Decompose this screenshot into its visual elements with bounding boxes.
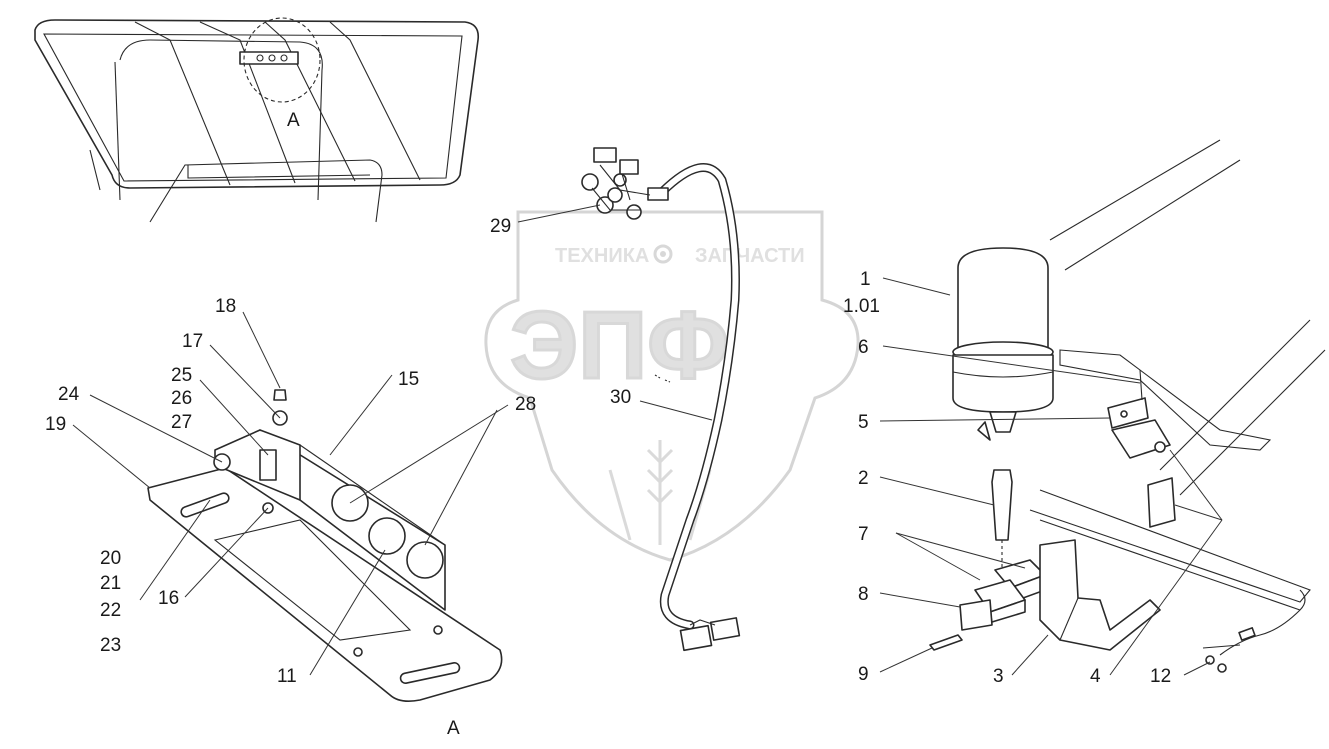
callout-3: 3 [993, 666, 1004, 687]
callout-22: 22 [100, 600, 121, 621]
roof-frame-overview: A [34, 17, 480, 223]
callout-5: 5 [858, 412, 869, 433]
detail-a-circle [243, 17, 321, 103]
callout-23: 23 [100, 635, 121, 656]
callout-29: 29 [490, 216, 511, 237]
gear-icon [653, 244, 673, 264]
callout-24: 24 [58, 384, 80, 405]
wiring-harness [581, 147, 741, 652]
callout-17: 17 [182, 331, 203, 352]
watermark-text-left: ТЕХНИКА [555, 245, 649, 267]
callout-11: 11 [277, 666, 297, 687]
detail-a-marker: A [287, 110, 300, 131]
watermark: ТЕХНИКА ЗАПЧАСТИ ЭПФ [484, 210, 860, 562]
hole-2 [368, 517, 406, 555]
callout-25: 25 [171, 365, 192, 386]
callout-12: 12 [1150, 666, 1171, 687]
beacon-lamp [952, 247, 1054, 441]
base-plate [147, 467, 503, 702]
clamp-parts [929, 559, 1046, 651]
callout-8: 8 [858, 584, 869, 605]
watermark-logo-text: ЭПФ [510, 292, 729, 399]
hole-3 [406, 541, 444, 579]
cable-lead [1202, 589, 1306, 673]
callout-2: 2 [858, 468, 869, 489]
callout-20: 20 [100, 548, 121, 569]
callout-6: 6 [858, 337, 869, 358]
harness-connectors-bottom [679, 617, 741, 652]
callout-18: 18 [215, 296, 236, 317]
beacon-pin [991, 469, 1013, 570]
view-a-caption: A [447, 718, 460, 739]
callout-1: 1 [860, 269, 871, 290]
callout-26: 26 [171, 388, 192, 409]
leader-lines [72, 204, 1223, 676]
watermark-text-right: ЗАПЧАСТИ [695, 245, 805, 267]
callout-1-01: 1.01 [843, 296, 880, 317]
callout-labels: 1 1.01 2 3 4 5 6 7 8 9 11 12 15 16 17 18… [45, 216, 1171, 687]
support-bracket [1039, 539, 1161, 651]
callout-16: 16 [158, 588, 179, 609]
callout-9: 9 [858, 664, 869, 685]
beacon-mount-assembly [929, 139, 1326, 673]
watermark-shield [484, 210, 860, 562]
callout-7: 7 [858, 524, 869, 545]
mounting-plate-assembly: A [147, 389, 503, 739]
harness-connectors-top [581, 147, 669, 220]
callout-30: 30 [610, 387, 631, 408]
callout-21: 21 [100, 573, 121, 594]
callout-19: 19 [45, 414, 66, 435]
callout-28: 28 [515, 394, 536, 415]
callout-27: 27 [171, 412, 192, 433]
callout-15: 15 [398, 369, 419, 390]
callout-4: 4 [1090, 666, 1101, 687]
